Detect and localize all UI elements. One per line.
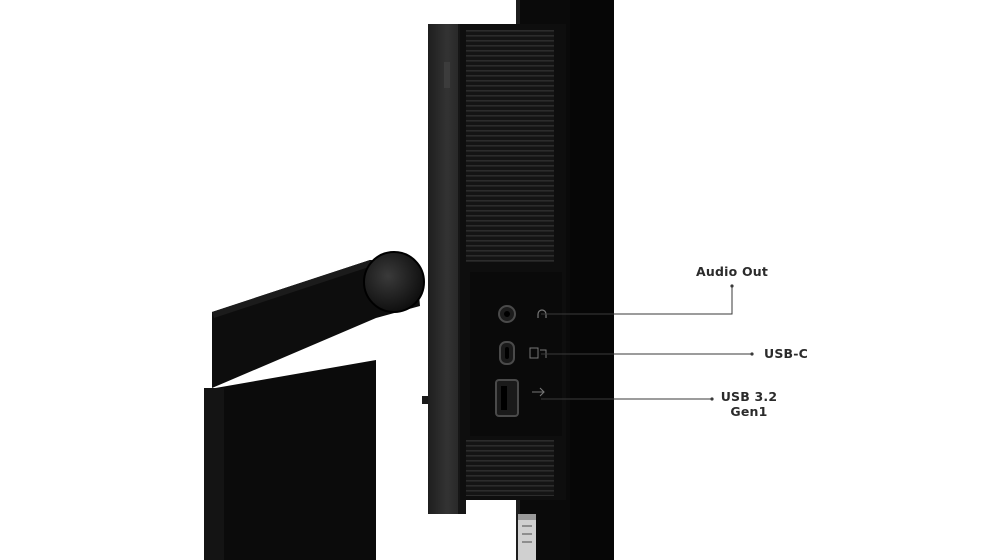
- usb-c-icon: [529, 347, 547, 359]
- usb32-gen1-label: USB 3.2 Gen1: [716, 389, 782, 419]
- monitor-back-inner: [570, 0, 614, 560]
- label-plate-shade: [518, 514, 536, 520]
- cooling-fins-bottom: [466, 440, 554, 496]
- hinge-knob: [364, 252, 424, 312]
- usb-c-leader-dot: [750, 352, 754, 356]
- label-plate-marks: [522, 525, 532, 543]
- audio-jack-hole: [504, 311, 510, 317]
- audio-out-label: Audio Out: [696, 264, 769, 279]
- audio-out-leader: [541, 286, 733, 315]
- label-plate: [518, 514, 536, 560]
- usb32-label-line2: Gen1: [730, 404, 768, 419]
- callout-lines: [541, 284, 754, 401]
- audio-out-leader-dot: [730, 284, 734, 288]
- usb32-label-line1: USB 3.2: [720, 389, 778, 404]
- usb32-leader-dot: [710, 397, 714, 401]
- usb-c-label: USB-C: [764, 346, 809, 361]
- side-button: [422, 396, 432, 404]
- usb-a-icon: [532, 387, 545, 397]
- usb-c-port-slot: [505, 347, 509, 359]
- usb-a-port-tongue: [501, 386, 507, 410]
- stand-arm-edge: [212, 260, 372, 318]
- stand-column: [204, 360, 376, 560]
- hinge-knob-rim: [363, 251, 425, 313]
- bezel-sensor: [444, 62, 450, 88]
- cooling-fins-top: [466, 30, 554, 262]
- stand-column-front: [204, 388, 224, 560]
